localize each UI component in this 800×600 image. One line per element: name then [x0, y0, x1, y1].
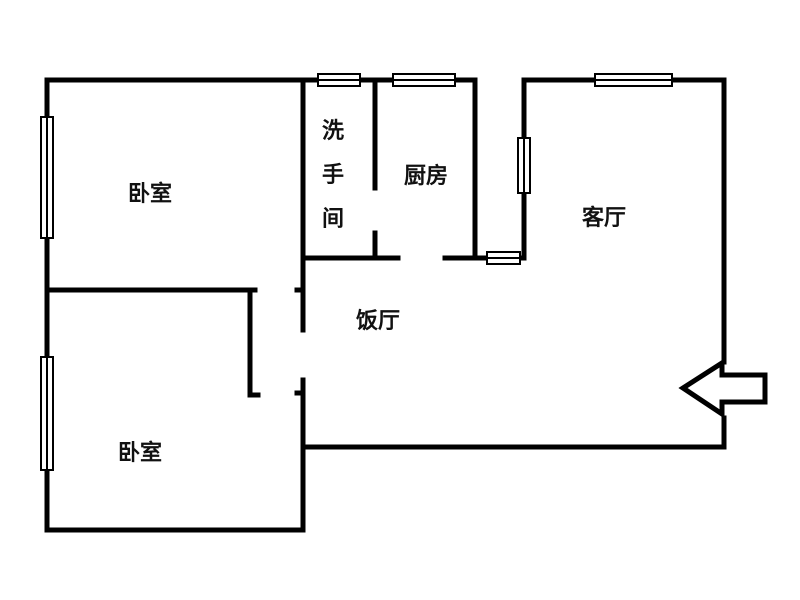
wall-left	[44, 77, 306, 533]
room-label-living-room: 客厅	[582, 206, 627, 231]
wall-top-left	[44, 77, 478, 261]
arrow-left-icon	[678, 358, 768, 419]
room-label-bathroom: 洗手间	[321, 119, 344, 232]
room-label-bedroom-top: 卧室	[128, 182, 173, 207]
room-label-dining-room: 饭厅	[356, 309, 401, 334]
room-label-kitchen: 厨房	[404, 164, 449, 189]
wall-bedroom-partition	[44, 287, 306, 398]
room-label-bedroom-bottom: 卧室	[118, 441, 163, 466]
